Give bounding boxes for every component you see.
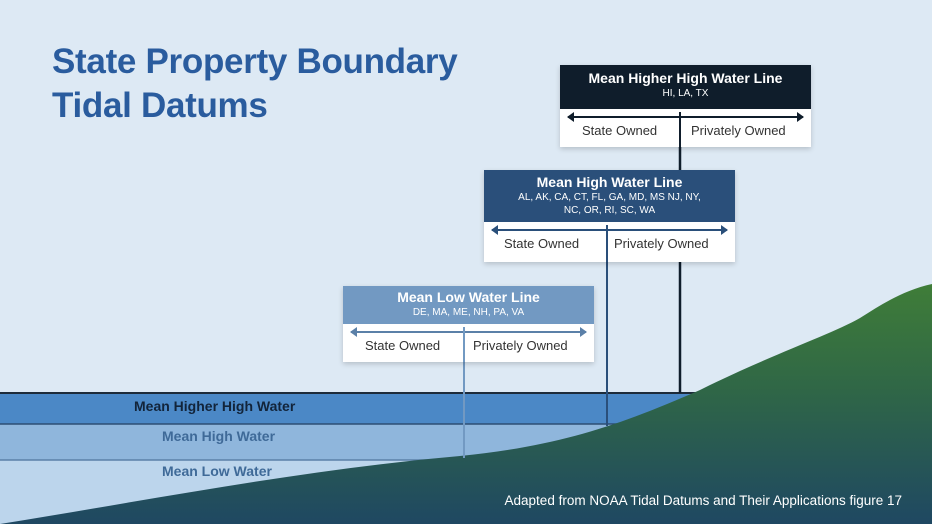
source-caption: Adapted from NOAA Tidal Datums and Their… [504,493,902,508]
mlw-card-states: DE, MA, ME, NH, PA, VA [412,307,525,318]
mhw-card-body: State Owned Privately Owned [484,222,735,262]
mhhw-card-states: HI, LA, TX [662,88,709,99]
mhw-privately-owned-label: Privately Owned [614,236,709,251]
band-label-mhw: Mean High Water [162,428,276,444]
double-arrow-icon [350,327,587,337]
double-arrow-icon [491,225,728,235]
mhhw-card-divider [679,112,681,147]
mhw-card-title: Mean High Water Line [536,174,683,190]
land-slope [0,284,932,524]
mhw-card-states-2: NC, OR, RI, SC, WA [563,205,656,216]
mlw-state-owned-label: State Owned [365,338,441,353]
mhhw-card-header: Mean Higher High Water Line HI, LA, TX [560,65,811,109]
mlw-card-divider [463,327,465,362]
band-label-mhhw: Mean Higher High Water [134,398,296,414]
mlw-privately-owned-label: Privately Owned [473,338,568,353]
mlw-card-body: State Owned Privately Owned [343,324,594,362]
mhhw-line-card: Mean Higher High Water Line HI, LA, TX S… [560,65,811,147]
mhw-card-header: Mean High Water Line AL, AK, CA, CT, FL,… [484,170,735,222]
mlw-card-title: Mean Low Water Line [397,289,540,305]
band-label-mlw: Mean Low Water [162,463,272,479]
mhhw-card-title: Mean Higher High Water Line [588,70,783,86]
mhw-state-owned-label: State Owned [504,236,580,251]
mhhw-card-body: State Owned Privately Owned [560,109,811,147]
mlw-line-card: Mean Low Water Line DE, MA, ME, NH, PA, … [343,286,594,362]
title-line-2: Tidal Datums [52,86,268,125]
mlw-card-header: Mean Low Water Line DE, MA, ME, NH, PA, … [343,286,594,324]
mhhw-privately-owned-label: Privately Owned [691,123,786,138]
double-arrow-icon [567,112,804,122]
title-line-1: State Property Boundary [52,42,458,81]
mhw-card-states-1: AL, AK, CA, CT, FL, GA, MD, MS NJ, NY, [518,192,701,203]
mhw-card-divider [606,225,608,262]
page-title: State Property Boundary Tidal Datums [52,40,458,128]
mhhw-state-owned-label: State Owned [582,123,658,138]
mhw-line-card: Mean High Water Line AL, AK, CA, CT, FL,… [484,170,735,262]
